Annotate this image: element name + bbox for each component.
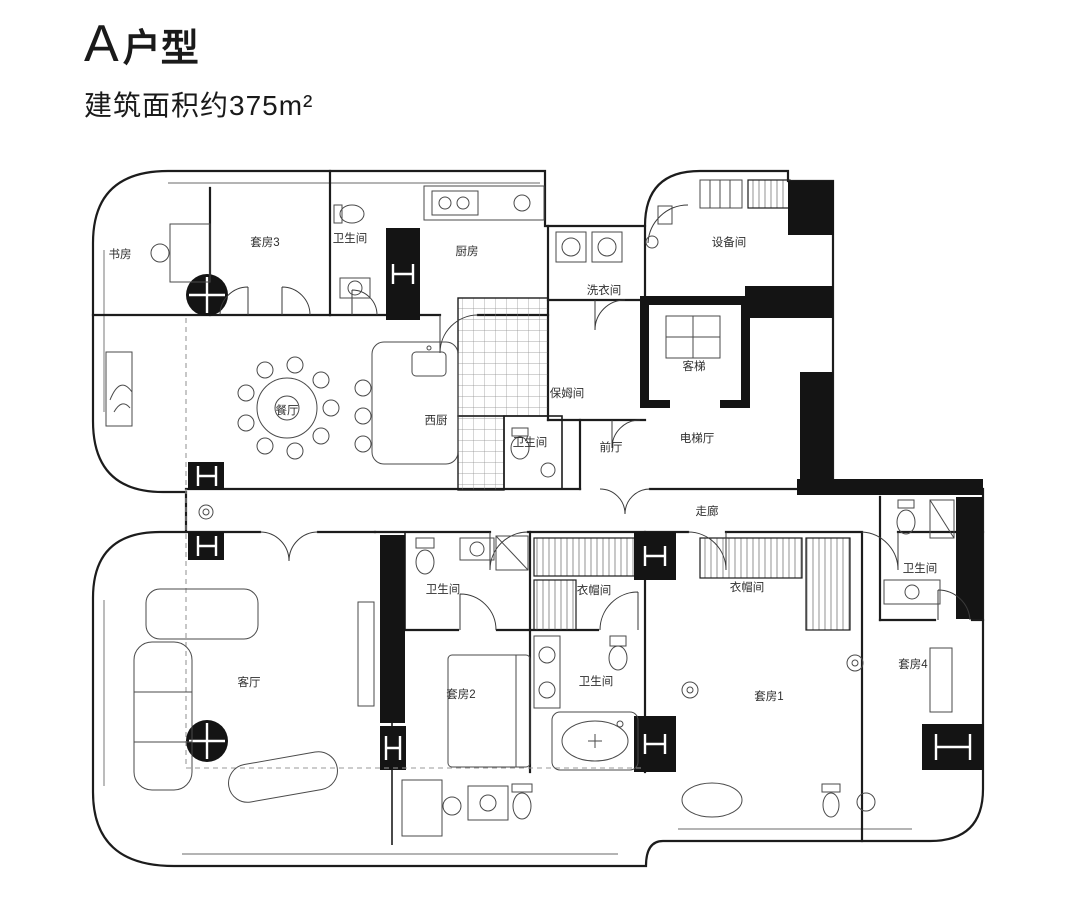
room-label-dining-room: 餐厅 — [276, 403, 299, 417]
outer-walls — [91, 169, 985, 868]
room-label-front-hall: 前厅 — [600, 440, 623, 454]
plan-type-letter: A — [84, 15, 119, 73]
room-label-bathroom-center: 卫生间 — [513, 435, 548, 449]
room-label-nanny-room: 保姆间 — [550, 386, 585, 400]
room-label-bathroom-top: 卫生间 — [333, 231, 368, 245]
dashed-guides — [185, 318, 642, 769]
room-label-cloakroom-1: 衣帽间 — [577, 583, 612, 597]
plan-type-suffix: 户型 — [122, 28, 199, 70]
room-label-bathroom-suite4: 卫生间 — [903, 561, 938, 575]
room-label-living-room: 客厅 — [238, 675, 261, 689]
room-label-kitchen: 厨房 — [456, 245, 479, 258]
room-label-cloakroom-2: 衣帽间 — [730, 580, 765, 594]
room-label-bathroom-master: 卫生间 — [579, 674, 614, 688]
room-label-suite-4: 套房4 — [898, 658, 928, 671]
room-label-study: 书房 — [109, 248, 132, 261]
interior-walls — [91, 169, 985, 845]
room-label-passenger-elevator: 客梯 — [683, 359, 706, 373]
room-label-equipment-room: 设备间 — [712, 235, 747, 249]
room-label-suite-1: 套房1 — [754, 690, 783, 703]
plan-header: A 户型 建筑面积约375m² — [84, 18, 313, 124]
room-label-laundry: 洗衣间 — [587, 283, 622, 297]
room-labels: 书房 套房3 卫生间 厨房 洗衣间 设备间 餐厅 西厨 保姆间 客梯 卫生间 前… — [109, 231, 938, 703]
room-label-elevator-hall: 电梯厅 — [680, 432, 715, 445]
room-label-west-kitchen: 西厨 — [425, 414, 448, 427]
plan-title: A 户型 — [84, 18, 313, 70]
plan-area-text: 建筑面积约375m² — [84, 90, 314, 121]
room-label-corridor: 走廊 — [696, 504, 719, 518]
furniture — [105, 179, 955, 837]
room-label-suite-2: 套房2 — [446, 688, 475, 701]
room-label-bathroom-suite2: 卫生间 — [426, 582, 461, 596]
room-label-suite-3: 套房3 — [250, 236, 279, 249]
